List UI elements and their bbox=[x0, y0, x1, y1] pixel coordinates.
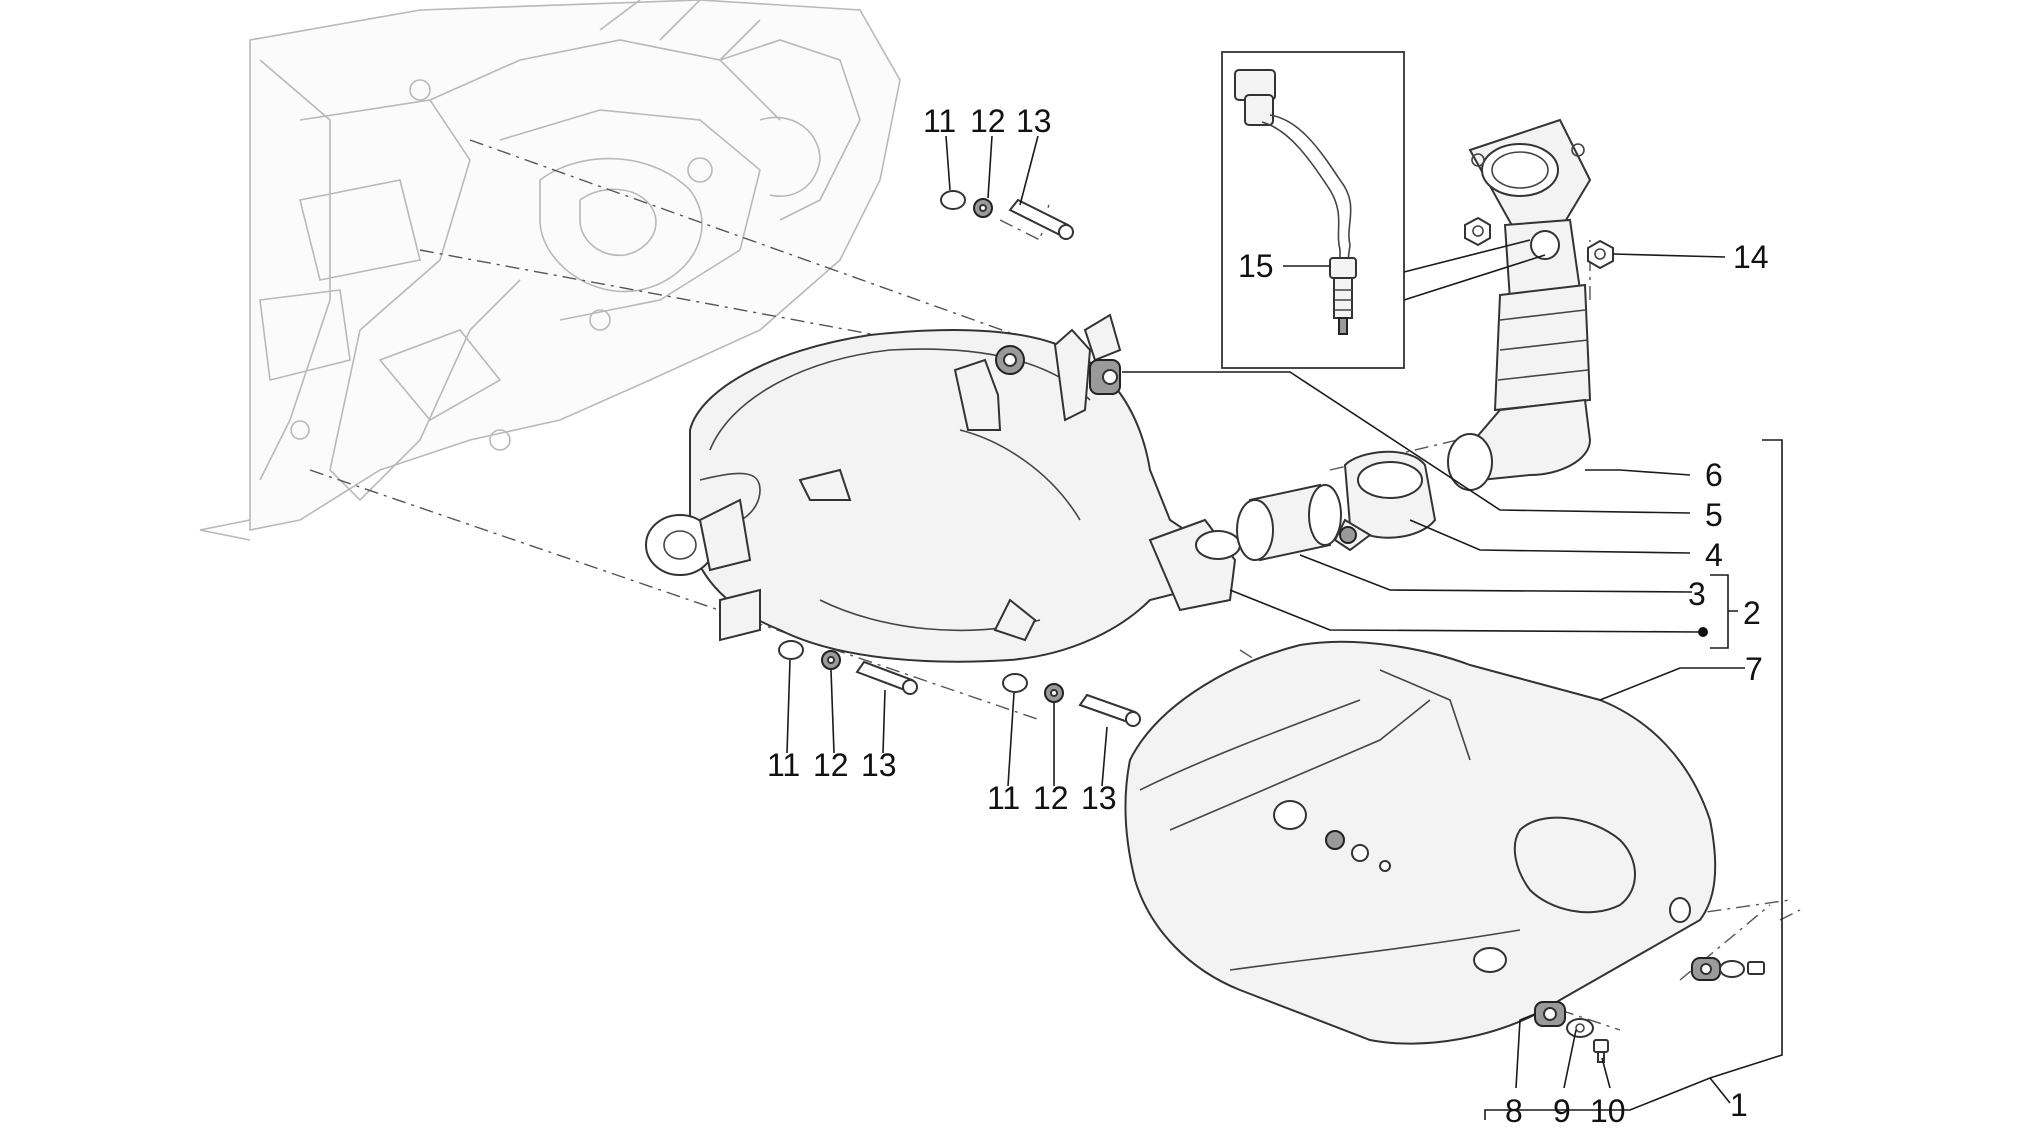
clamp-item-4 bbox=[1333, 450, 1437, 552]
exhaust-pipe-item-6 bbox=[1447, 118, 1592, 491]
fastener-set-left bbox=[778, 640, 918, 695]
muffler-outlet-neck bbox=[1148, 518, 1241, 612]
label-12-right: 12 bbox=[1033, 780, 1069, 816]
label-8: 8 bbox=[1505, 1093, 1523, 1129]
label-12-left: 12 bbox=[813, 747, 849, 783]
grommet-item-8 bbox=[1534, 1001, 1566, 1027]
engine-block-background bbox=[199, 0, 901, 541]
nut-item-14-right bbox=[1587, 239, 1614, 270]
label-13-top: 13 bbox=[1016, 103, 1052, 139]
fastener-set-right bbox=[1002, 673, 1141, 727]
grommet-item-5 bbox=[1089, 359, 1121, 395]
label-11-top: 11 bbox=[923, 103, 956, 139]
label-11-left: 11 bbox=[767, 747, 800, 783]
oxygen-sensor-inset bbox=[1221, 51, 1405, 369]
muffler-mount-tube bbox=[645, 498, 752, 576]
label-7: 7 bbox=[1745, 651, 1763, 687]
label-15: 15 bbox=[1238, 248, 1274, 284]
nut-item-14-left bbox=[1464, 216, 1491, 247]
fastener-set-top bbox=[940, 190, 1074, 240]
sleeve-item-3 bbox=[1236, 483, 1342, 562]
muffler-body bbox=[689, 329, 1212, 663]
right-fastener-set bbox=[1691, 957, 1765, 981]
label-10: 10 bbox=[1590, 1093, 1626, 1129]
assembly-bullet-dot bbox=[1698, 627, 1708, 637]
label-6: 6 bbox=[1705, 457, 1723, 493]
label-9: 9 bbox=[1553, 1093, 1571, 1129]
leader-lines bbox=[786, 135, 1783, 1120]
label-13-left: 13 bbox=[861, 747, 897, 783]
callout-labels: 11 12 13 15 14 6 5 4 3 2 7 11 12 13 11 1… bbox=[767, 103, 1769, 1129]
label-3: 3 bbox=[1688, 576, 1706, 612]
muffler-top-grommet bbox=[995, 345, 1025, 375]
muffler-brackets bbox=[719, 313, 1122, 642]
label-12-top: 12 bbox=[970, 103, 1006, 139]
heat-shield-item-7 bbox=[1124, 640, 1717, 1045]
screw-item-10 bbox=[1593, 1039, 1609, 1063]
label-14: 14 bbox=[1733, 239, 1769, 275]
washer-item-9 bbox=[1566, 1018, 1594, 1038]
label-1: 1 bbox=[1730, 1087, 1748, 1123]
label-11-right: 11 bbox=[987, 780, 1020, 816]
label-4: 4 bbox=[1705, 537, 1723, 573]
label-2: 2 bbox=[1743, 595, 1761, 631]
label-13-right: 13 bbox=[1081, 780, 1117, 816]
label-5: 5 bbox=[1705, 497, 1723, 533]
